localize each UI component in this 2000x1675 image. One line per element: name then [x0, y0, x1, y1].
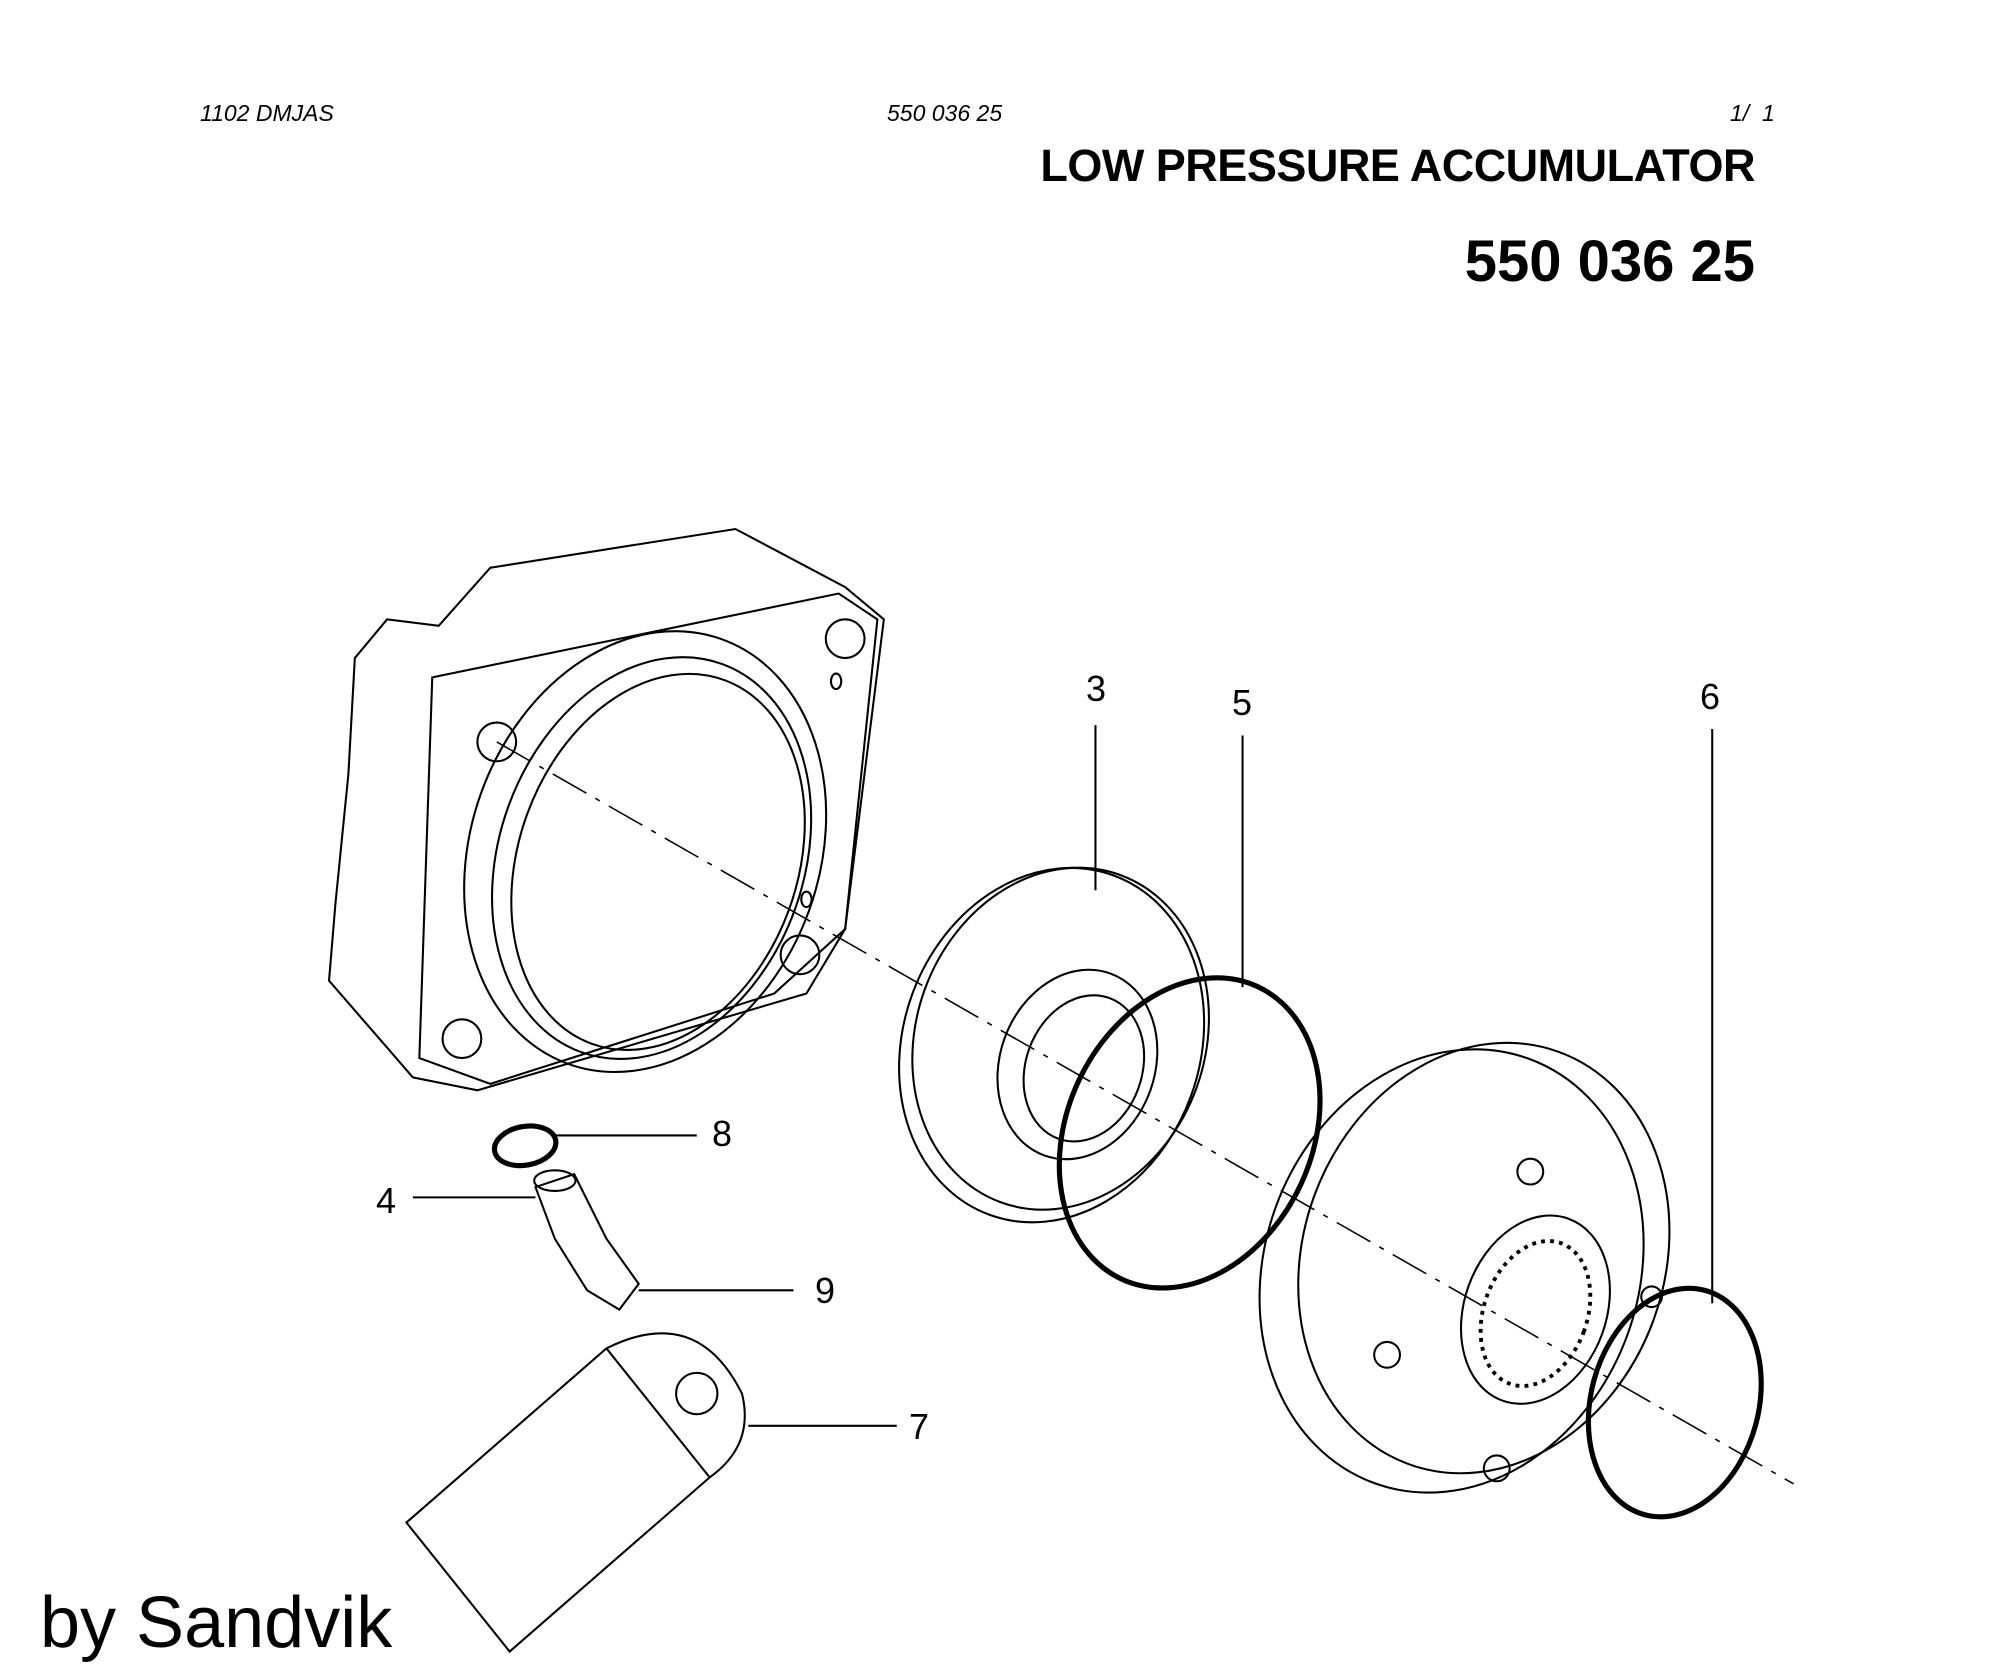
center-axis: [496, 741, 1794, 1485]
o-ring-part-6: [1585, 1285, 1764, 1520]
leader-lines: [412, 725, 1714, 1427]
watermark: by Sandvik: [40, 1583, 393, 1663]
plug-part-4: [533, 1169, 640, 1312]
header-left-code: 1102 DMJAS: [200, 100, 334, 126]
callout-4: 4: [376, 1180, 397, 1221]
cap-part: [1258, 1041, 1671, 1494]
callout-9: 9: [815, 1270, 836, 1311]
housing-part: [327, 527, 885, 1092]
callout-6: 6: [1700, 676, 1721, 717]
tag-part-7: [405, 1332, 746, 1654]
callout-8: 8: [712, 1113, 733, 1154]
callout-5: 5: [1232, 682, 1253, 723]
callout-7: 7: [909, 1406, 930, 1447]
piston-part-3: [898, 866, 1210, 1224]
o-ring-part-5: [1056, 975, 1323, 1291]
callout-3: 3: [1086, 668, 1107, 709]
header-page-number: 1/ 1: [1730, 100, 1775, 126]
page-title: LOW PRESSURE ACCUMULATOR: [1040, 140, 1755, 191]
part-number: 550 036 25: [1464, 229, 1755, 294]
header-center-code: 550 036 25: [887, 100, 1003, 126]
o-ring-part-8: [491, 1123, 559, 1169]
